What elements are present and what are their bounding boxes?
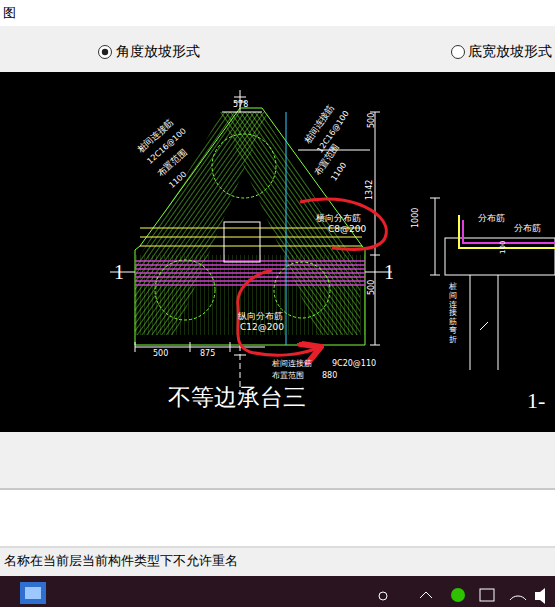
pile-cap — [110, 90, 392, 395]
label-text: 880 — [322, 371, 337, 380]
label-wrap: 图 — [3, 6, 16, 19]
label-text: 1000 — [411, 208, 420, 228]
tray-icon — [480, 589, 494, 601]
label-wrap: 桩间连接筋弯折 — [449, 283, 457, 345]
label-text: 578 — [233, 100, 248, 109]
label-text: 桩间连接筋弯折 — [449, 283, 457, 345]
input-area — [0, 490, 555, 546]
label-wrap: 横向分布筋 — [316, 214, 361, 223]
label-wrap: 880 — [322, 372, 337, 380]
tray-icon — [510, 596, 526, 600]
label-wrap: 578 — [233, 101, 248, 109]
label-text: 875 — [200, 349, 215, 358]
label-text: 图 — [3, 5, 16, 20]
label-wrap: C8@200 — [328, 225, 366, 234]
label-wrap: 不等边承台三 — [168, 386, 306, 409]
label-text: 1 — [384, 261, 394, 283]
label-wrap: 名称在当前层当前构件类型下不允许重名 — [4, 554, 238, 567]
radio-dot — [102, 49, 108, 55]
tray-icon — [535, 588, 545, 604]
title-bar — [0, 0, 555, 26]
label-text: 纵向分布筋 — [238, 311, 283, 321]
red-annotation — [300, 199, 386, 250]
status-bar — [0, 547, 555, 575]
label-text: 分布筋 — [478, 213, 505, 223]
label-text: C12@200 — [240, 322, 284, 332]
label-wrap: 角度放坡形式 — [116, 44, 200, 59]
radio-button — [452, 46, 465, 59]
label-wrap: 1 — [114, 262, 124, 282]
label-wrap: 1 — [384, 262, 394, 282]
label-wrap: 500 — [368, 113, 376, 128]
drawing-caption: 不等边承台三 — [168, 385, 306, 410]
label-wrap: 1- — [527, 390, 545, 412]
label-text: 底宽放坡形式 — [468, 43, 552, 59]
option-panel — [0, 26, 555, 72]
label-wrap: 布置范围 — [272, 372, 304, 380]
label-text: 500 — [367, 280, 376, 295]
section-view — [430, 198, 555, 370]
red-annotation — [238, 270, 318, 355]
taskbar — [0, 576, 555, 607]
label-wrap: 9C20@110 — [332, 360, 376, 368]
label-text: 桩间连接筋 — [272, 359, 312, 368]
label-text: 横向分布筋 — [316, 213, 361, 223]
label-wrap: 1000 — [412, 208, 420, 228]
label-wrap: 500 — [368, 280, 376, 295]
label-text: 分布筋 — [514, 223, 541, 233]
label-wrap: 桩间连接筋 — [272, 360, 312, 368]
label-text: 1342 — [365, 180, 374, 200]
app-icon — [20, 582, 46, 604]
label-text: 100 — [499, 241, 507, 254]
label-text: 布置范围 — [272, 371, 304, 380]
label-text: 1 — [114, 261, 124, 283]
label-text: 名称在当前层当前构件类型下不允许重名 — [4, 553, 238, 568]
label-wrap: 100 — [500, 241, 507, 254]
label-wrap: 1342 — [366, 180, 374, 200]
label-wrap: 875 — [200, 350, 215, 358]
tray-icon — [379, 592, 387, 600]
label-text: C8@200 — [328, 224, 366, 234]
tray-icon — [451, 588, 465, 602]
drawing-canvas — [0, 72, 555, 432]
label-text: 角度放坡形式 — [116, 43, 200, 59]
label-text: 1- — [527, 388, 545, 413]
label-wrap: 分布筋 — [478, 214, 505, 223]
label-wrap: C12@200 — [240, 323, 284, 332]
radio-button — [99, 46, 112, 59]
label-text: 500 — [153, 349, 168, 358]
tray-icon — [420, 592, 432, 598]
label-wrap: 分布筋 — [514, 224, 541, 233]
label-wrap: 500 — [153, 350, 168, 358]
label-wrap: 底宽放坡形式 — [468, 44, 552, 59]
label-text: 500 — [367, 113, 376, 128]
label-wrap: 纵向分布筋 — [238, 312, 283, 321]
label-text: 9C20@110 — [332, 359, 376, 368]
